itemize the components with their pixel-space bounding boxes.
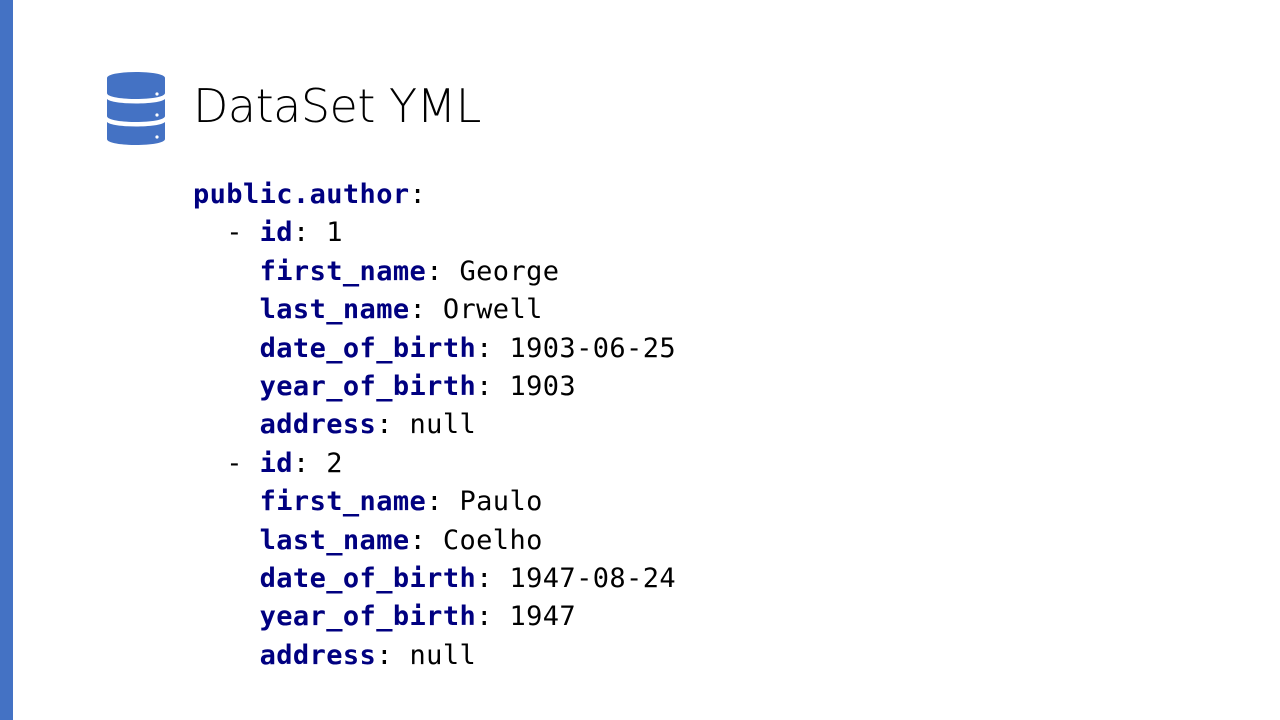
yaml-value: 1 [326,217,343,249]
slide-title: DataSet YML [193,79,481,133]
yaml-value: 2 [326,447,343,479]
yaml-dataset: public.author: - id: 1 first_name: Georg… [193,176,676,675]
yaml-value: 1947-08-24 [509,562,677,594]
yaml-record-1-year-of-birth-line: year_of_birth: 1903 [259,370,577,402]
yaml-record-1-id-line: - id: 1 [193,217,343,249]
yaml-value: 1903-06-25 [509,332,677,364]
slide-accent-bar [0,0,13,720]
database-icon [107,72,165,145]
yaml-record-2-year-of-birth-line: year_of_birth: 1947 [259,601,577,633]
yaml-record-1-last-name-line: last_name: Orwell [259,294,543,326]
yaml-record-1-address-line: address: null [259,409,477,441]
yaml-record-2-date-of-birth-line: date_of_birth: 1947-08-24 [259,562,677,594]
yaml-value: George [459,255,560,287]
yaml-value: Coelho [442,524,543,556]
yaml-record-1-first-name-line: first_name: George [259,255,560,287]
yaml-table-line: public.author: [193,179,427,210]
yaml-record-1-date-of-birth-line: date_of_birth: 1903-06-25 [259,332,677,364]
yaml-record-2-last-name-line: last_name: Coelho [259,524,543,556]
yaml-value: null [409,409,477,441]
yaml-value: 1947 [509,601,577,633]
yaml-value: 1903 [509,370,577,402]
yaml-value: null [409,639,477,671]
yaml-record-2-address-line: address: null [259,639,477,671]
yaml-value: Orwell [442,294,543,326]
yaml-record-2-first-name-line: first_name: Paulo [259,486,543,518]
yaml-record-2-id-line: - id: 2 [193,447,343,479]
yaml-table-key: public.author [193,179,410,210]
yaml-value: Paulo [459,486,543,518]
